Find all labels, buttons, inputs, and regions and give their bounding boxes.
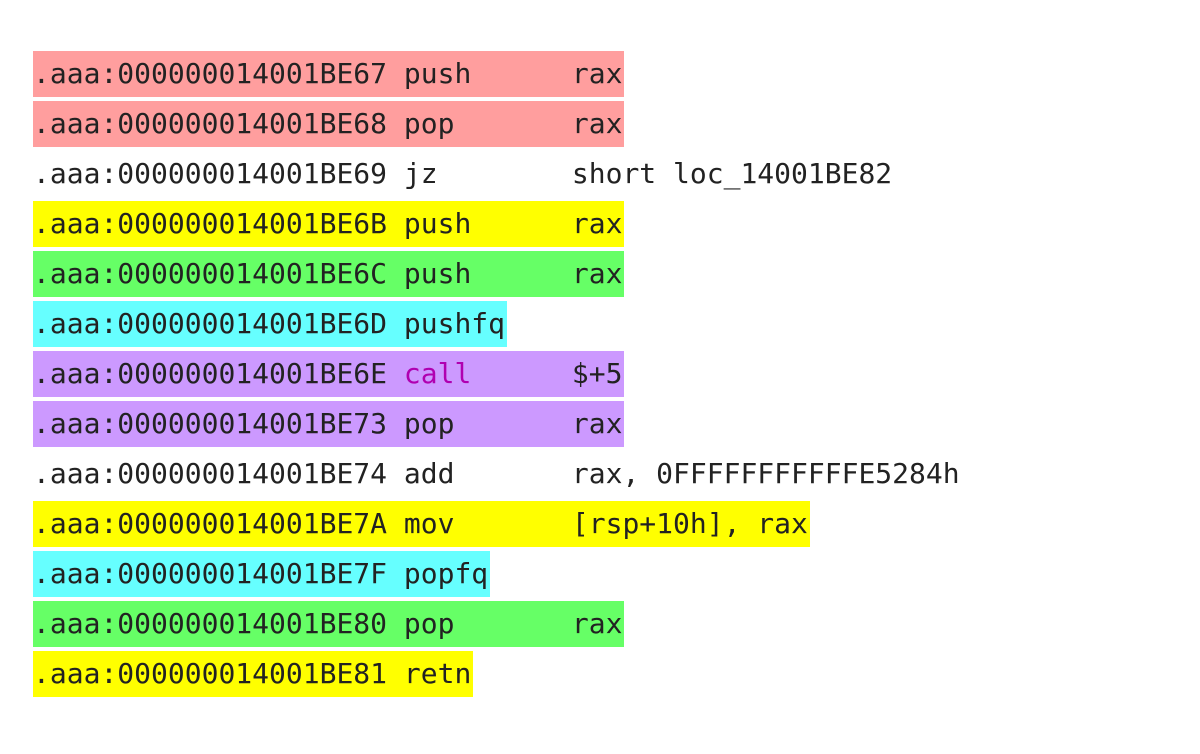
segment-name: .aaa (33, 207, 101, 240)
address[interactable]: 000000014001BE6B (117, 207, 388, 240)
disassembly-line[interactable]: .aaa:000000014001BE6E call$+5 (33, 349, 962, 399)
operands[interactable]: $+5 (571, 357, 623, 390)
operands[interactable]: rax (571, 207, 623, 240)
address[interactable]: 000000014001BE7A (117, 507, 388, 540)
address[interactable]: 000000014001BE74 (117, 457, 388, 490)
segment-name: .aaa (33, 607, 101, 640)
segment-name: .aaa (33, 307, 101, 340)
mnemonic[interactable]: pop (403, 407, 455, 440)
disassembly-line[interactable]: .aaa:000000014001BE7A mov[rsp+10h], rax (33, 499, 962, 549)
mnemonic[interactable]: mov (403, 507, 455, 540)
operands[interactable]: rax (571, 257, 623, 290)
operands[interactable]: rax (571, 107, 623, 140)
operands[interactable]: [rsp+10h], rax (571, 507, 808, 540)
line-highlight: .aaa:000000014001BE7F popfq (33, 551, 491, 597)
segment-name: .aaa (33, 557, 101, 590)
mnemonic[interactable]: push (403, 57, 472, 90)
segment-name: .aaa (33, 657, 101, 690)
line-highlight: .aaa:000000014001BE81 retn (33, 651, 474, 697)
segment-name: .aaa (33, 107, 101, 140)
segment-name: .aaa (33, 357, 101, 390)
segment-name: .aaa (33, 57, 101, 90)
mnemonic[interactable]: popfq (403, 557, 489, 590)
address[interactable]: 000000014001BE6E (117, 357, 388, 390)
line-highlight: .aaa:000000014001BE6E call$+5 (33, 351, 625, 397)
segment-name: .aaa (33, 407, 101, 440)
address[interactable]: 000000014001BE73 (117, 407, 388, 440)
operands[interactable]: short loc_14001BE82 (571, 157, 893, 190)
mnemonic[interactable]: add (403, 457, 455, 490)
address[interactable]: 000000014001BE6C (117, 257, 388, 290)
operands[interactable]: rax, 0FFFFFFFFFFFE5284h (571, 457, 960, 490)
operands[interactable]: rax (571, 57, 623, 90)
address[interactable]: 000000014001BE69 (117, 157, 388, 190)
disassembly-line[interactable]: .aaa:000000014001BE6D pushfq (33, 299, 962, 349)
segment-name: .aaa (33, 457, 101, 490)
segment-name: .aaa (33, 257, 101, 290)
operands[interactable]: rax (571, 607, 623, 640)
mnemonic[interactable]: push (403, 257, 472, 290)
line-highlight: .aaa:000000014001BE6D pushfq (33, 301, 508, 347)
segment-name: .aaa (33, 507, 101, 540)
disassembly-line[interactable]: .aaa:000000014001BE7F popfq (33, 549, 962, 599)
address[interactable]: 000000014001BE6D (117, 307, 388, 340)
mnemonic[interactable]: pushfq (403, 307, 506, 340)
address[interactable]: 000000014001BE67 (117, 57, 388, 90)
address[interactable]: 000000014001BE7F (117, 557, 388, 590)
mnemonic[interactable]: retn (403, 657, 472, 690)
mnemonic[interactable]: call (403, 357, 472, 390)
segment-name: .aaa (33, 157, 101, 190)
operands[interactable]: rax (571, 407, 623, 440)
address[interactable]: 000000014001BE81 (117, 657, 388, 690)
mnemonic[interactable]: jz (403, 157, 438, 190)
mnemonic[interactable]: push (403, 207, 472, 240)
line-highlight: .aaa:000000014001BE7A mov[rsp+10h], rax (33, 501, 810, 547)
address[interactable]: 000000014001BE68 (117, 107, 388, 140)
mnemonic[interactable]: pop (403, 607, 455, 640)
disassembly-line[interactable]: .aaa:000000014001BE81 retn (33, 649, 962, 699)
mnemonic[interactable]: pop (403, 107, 455, 140)
address[interactable]: 000000014001BE80 (117, 607, 388, 640)
